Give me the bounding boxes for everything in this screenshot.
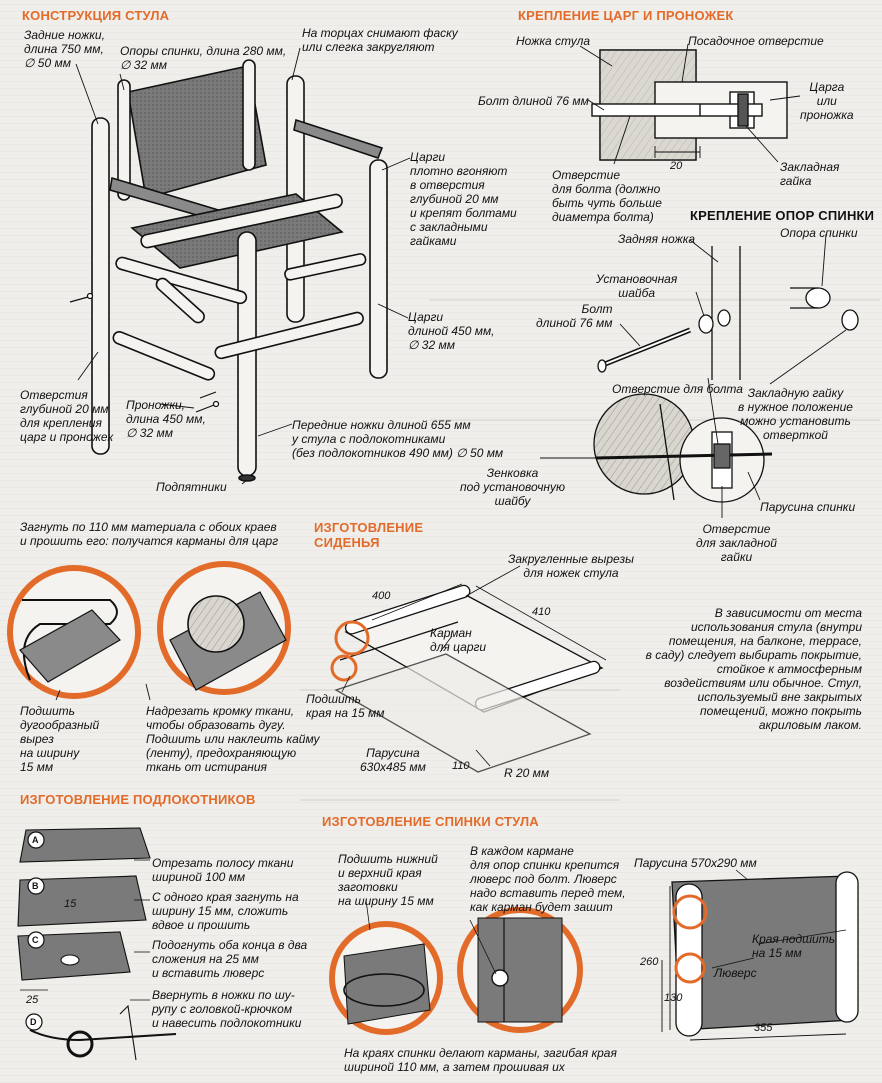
label-grommet-note: В каждом кармане для опор спинки крепитс… [470, 844, 626, 914]
label-back-leg: Задняя ножка [618, 232, 696, 246]
rail-leaders [579, 43, 801, 165]
back-canvas [127, 65, 267, 200]
label-grommet: Люверс [714, 966, 757, 980]
label-countersink: Зенковка под установочную шайбу [460, 466, 566, 508]
label-seat-hem: Подшить края на 15 мм [306, 692, 385, 720]
chair-drawing [91, 59, 388, 482]
label-holes: Отверстия глубиной 20 мм для крепления ц… [20, 388, 114, 444]
stretcher-mid [284, 253, 367, 281]
back-leg-left [91, 117, 110, 455]
heading-back-making: ИЗГОТОВЛЕНИЕ СПИНКИ СТУЛА [322, 814, 539, 829]
dim-15-armrest: 15 [64, 898, 77, 910]
stretcher-back [112, 331, 216, 381]
label-nut-note: Закладную гайку в нужное положение можно… [738, 386, 853, 442]
label-back-pockets: На краях спинки делают карманы, загибая … [344, 1046, 617, 1074]
loose-bolts [69, 292, 220, 413]
label-seat-cutouts: Закругленные вырезы для ножек стула [508, 552, 634, 580]
armrest-right [293, 118, 384, 159]
dim-25-armrest: 25 [26, 994, 39, 1006]
armrest-steps-drawing [17, 827, 177, 1061]
seat-rail-front [140, 193, 343, 249]
armrest-step-badges [25, 831, 45, 1031]
label-back-support: Опора спинки [780, 226, 858, 240]
armrest-leaders [20, 859, 150, 1001]
label-front-legs: Передние ножки длиной 655 мм у стула с п… [292, 418, 504, 460]
armrest-step-b: С одного края загнуть на ширину 15 мм, с… [152, 890, 299, 932]
dim-400: 400 [372, 590, 391, 602]
label-nut-hole: Отверстие для закладной гайки [696, 522, 777, 564]
back-support-leaders [540, 233, 847, 518]
step-badge-c: C [32, 935, 39, 945]
dim-20: 20 [670, 160, 683, 172]
label-back-hem: Подшить нижний и верхний края заготовки … [338, 852, 438, 908]
dim-355: 355 [754, 1022, 773, 1034]
label-notch: Надрезать кромку ткани, чтобы образовать… [146, 704, 320, 774]
finish-note: В зависимости от места использования сту… [645, 606, 862, 732]
label-foot-pads: Подпятники [156, 480, 227, 494]
step-badge-d: D [30, 1017, 37, 1027]
back-support-right [242, 59, 256, 171]
label-back-canvas: Парусина спинки [760, 500, 856, 514]
label-chamfer: На торцах снимают фаску или слегка закру… [302, 26, 458, 54]
dim-110: 110 [452, 760, 470, 772]
label-bolt-76-back: Болт длиной 76 мм [536, 302, 613, 330]
chair-leaders [75, 47, 411, 485]
dim-410: 410 [532, 606, 551, 618]
label-back-panel-canvas: Парусина 570x290 мм [634, 856, 757, 870]
label-bolt-hole-rail: Отверстие для болта (должно быть чуть бо… [552, 168, 662, 224]
stretcher-right [214, 311, 364, 360]
label-rails-length: Царги длиной 450 мм, ∅ 32 мм [408, 310, 495, 352]
heading-seat-text: ИЗГОТОВЛЕНИЕ СИДЕНЬЯ [314, 520, 424, 550]
label-arc-cut: Подшить дугообразный вырез на ширину 15 … [20, 704, 100, 774]
front-leg-right [369, 159, 388, 379]
step-badge-b: B [32, 881, 39, 891]
label-seat-hole: Посадочное отверстие [688, 34, 824, 48]
label-rail-or-stretcher: Царга или проножка [800, 80, 854, 122]
armrest-step-d: Ввернуть в ножки по шу- рупу с головкой-… [152, 988, 302, 1030]
armrest-step-a: Отрезать полосу ткани шириной 100 мм [152, 856, 294, 884]
step-badge-a: A [32, 835, 39, 845]
label-back-supports: Опоры спинки, длина 280 мм, ∅ 32 мм [120, 44, 287, 72]
label-seat-canvas: Парусина 630x485 мм [360, 746, 426, 774]
stretcher-side [155, 277, 205, 324]
label-bolt-76: Болт длиной 76 мм [478, 94, 589, 108]
stretcher-left [115, 256, 248, 305]
label-chair-leg: Ножка стула [516, 34, 591, 48]
heading-rail-fastening: КРЕПЛЕНИЕ ЦАРГ И ПРОНОЖЕК [518, 8, 734, 23]
back-support-left [117, 79, 131, 201]
seat-drawing [330, 565, 607, 773]
label-stretchers: Проножки, длина 450 мм, ∅ 32 мм [126, 398, 206, 440]
label-fabric-pockets: Загнуть по 110 мм материала с обоих крае… [20, 520, 279, 548]
back-making-drawing [329, 899, 583, 1035]
label-back-edges: Края подшить на 15 мм [752, 932, 836, 960]
dim-130: 130 [664, 992, 683, 1004]
heading-seat-making: ИЗГОТОВЛЕНИЕ СИДЕНЬЯ [314, 520, 430, 550]
label-back-legs: Задние ножки, длина 750 мм, ∅ 50 мм [24, 28, 105, 70]
foot-pad [238, 474, 256, 482]
label-rails-pressed: Царги плотно вгоняют в отверстия глубино… [410, 150, 517, 248]
heading-chair-construction: КОНСТРУКЦИЯ СТУЛА [22, 8, 170, 23]
label-nut: Закладная гайка [780, 160, 840, 188]
label-bolt-hole-back: Отверстие для болта [612, 382, 743, 396]
back-panel-drawing [661, 869, 859, 1041]
label-washer: Установочная шайба [596, 272, 678, 300]
back-support-drawing [593, 246, 859, 503]
armrest-step-c: Подогнуть оба конца в два сложения на 25… [152, 938, 308, 980]
heading-back-support-fastening: КРЕПЛЕНИЕ ОПОР СПИНКИ [690, 208, 875, 223]
dim-260: 260 [640, 956, 659, 968]
rail-joint-drawing [591, 49, 788, 161]
label-seat-pocket: Карман для царги [430, 626, 487, 654]
heading-armrest-making: ИЗГОТОВЛЕНИЕ ПОДЛОКОТНИКОВ [20, 792, 256, 807]
label-radius: R 20 мм [504, 766, 550, 780]
fabric-closeups [7, 561, 291, 701]
